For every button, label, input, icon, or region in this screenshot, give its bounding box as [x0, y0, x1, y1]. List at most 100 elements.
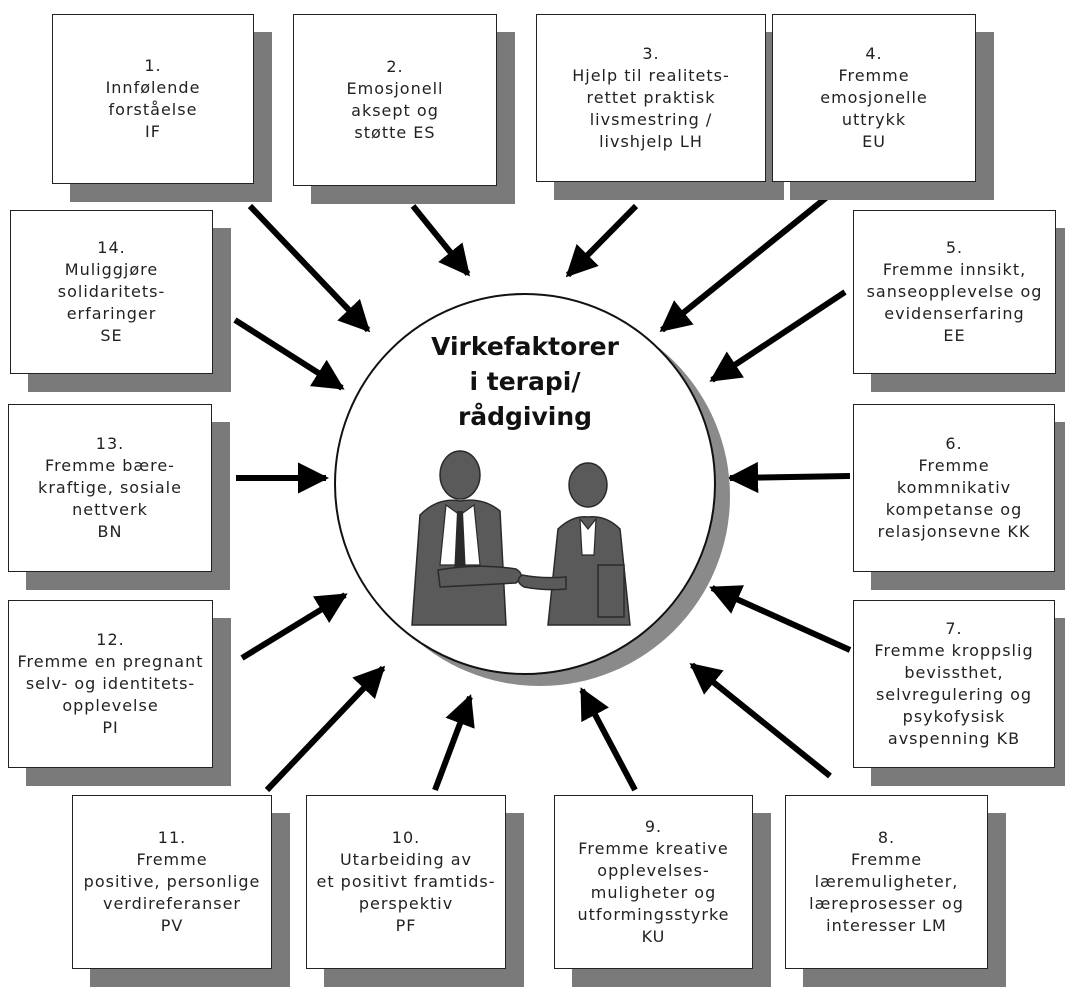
factor-box-line: positive, personlige: [83, 872, 261, 891]
arrow-11: [264, 665, 386, 793]
factor-box-line: Innfølende: [105, 78, 201, 97]
factor-box-lh: 3. Hjelp til realitets-rettet praktisk liv…: [536, 14, 784, 200]
factor-box-line: PI: [102, 718, 119, 737]
factor-box-line: 11.: [157, 828, 187, 847]
arrow-6: [726, 461, 851, 494]
factor-box-line: læremuligheter,: [814, 872, 959, 891]
factor-box-line: sanseopplevelse og: [866, 282, 1043, 301]
factor-box-line: IF: [145, 122, 161, 141]
arrow-3: [565, 203, 639, 278]
factor-box-line: nettverk: [72, 500, 148, 519]
factor-box-line: muligheter og: [590, 883, 717, 902]
factor-box-line: opplevelse: [62, 696, 159, 715]
factor-box-line: Muliggjøre: [64, 260, 159, 279]
center-title-line-1: Virkefaktorer: [431, 332, 619, 361]
factor-box-line: SE: [100, 326, 123, 345]
factor-box-line: selvregulering og: [875, 685, 1033, 704]
arrow-2: [410, 204, 471, 277]
center-title: Virkefaktorer i terapi/ rådgiving: [336, 329, 714, 434]
factor-box-line: psykofysisk: [902, 707, 1006, 726]
factor-box-content: 11. Fremme positive, personlige verdirefera…: [72, 795, 272, 969]
factor-box-content: 8. Fremme læremuligheter, læreprosesser og i…: [785, 795, 988, 969]
factor-box-line: EU: [862, 132, 886, 151]
factor-box-line: erfaringer: [66, 304, 157, 323]
factor-box-line: Fremme: [850, 850, 923, 869]
factor-box-line: utformingsstyrke: [577, 905, 730, 924]
factor-box-line: 12.: [96, 630, 125, 649]
arrow-14: [233, 317, 345, 391]
factor-box-line: emosjonelle: [820, 88, 928, 107]
arrow-8: [689, 662, 832, 779]
factor-box-line: interesser LM: [826, 916, 947, 935]
factor-box-line: Emosjonell: [346, 79, 444, 98]
factor-box-line: kompetanse og: [885, 500, 1023, 519]
factor-box-line: Fremme kreative: [578, 839, 729, 858]
factor-box-line: Fremme: [136, 850, 208, 869]
factor-box-lm: 8. Fremme læremuligheter, læreprosesser og i…: [785, 795, 1006, 987]
factor-box-content: 13. Fremme bære-kraftige, sosiale nettverk…: [8, 404, 212, 572]
factor-box-line: Hjelp til realitets-: [572, 66, 730, 85]
arrow-5: [709, 289, 847, 383]
factor-box-line: selv- og identitets-: [25, 674, 196, 693]
factor-box-line: EE: [943, 326, 966, 345]
factor-box-line: bevissthet,: [904, 663, 1004, 682]
factor-box-line: Utarbeiding av: [339, 850, 473, 869]
factor-box-line: et positivt framtids-: [316, 872, 496, 891]
arrow-1: [247, 203, 371, 333]
factor-box-line: uttrykk: [841, 110, 907, 129]
factor-box-line: læreprosesser og: [809, 894, 964, 913]
factor-box-line: KU: [641, 927, 666, 946]
arrow-9: [579, 687, 638, 792]
factor-box-line: 13.: [95, 434, 125, 453]
center-circle: Virkefaktorer i terapi/ rådgiving: [334, 293, 716, 675]
arrow-12: [240, 592, 348, 661]
factor-box-line: kommnikativ: [896, 478, 1012, 497]
two-people-handshake-illustration: [411, 450, 631, 626]
factor-box-line: solidaritets-: [57, 282, 166, 301]
factor-box-line: perspektiv: [358, 894, 454, 913]
factor-box-line: 8.: [877, 828, 896, 847]
factor-box-line: 3.: [642, 44, 660, 63]
factor-box-line: relasjonsevne KK: [877, 522, 1031, 541]
factor-box-line: Fremme bære-: [45, 456, 175, 475]
factor-box-line: 5.: [945, 238, 964, 257]
factor-box-line: PV: [160, 916, 184, 935]
factor-box-line: støtte ES: [354, 123, 436, 142]
factor-box-content: 10. Utarbeiding av et positivt framtids-pe…: [306, 795, 506, 969]
factor-box-line: rettet praktisk: [586, 88, 716, 107]
factor-box-line: verdireferanser: [102, 894, 242, 913]
arrow-4: [659, 190, 834, 333]
factor-box-line: 6.: [945, 434, 963, 453]
factor-box-line: avspenning KB: [887, 729, 1021, 748]
factor-box-line: Fremme innsikt,: [882, 260, 1027, 279]
factor-box-line: 1.: [144, 56, 162, 75]
factor-box-line: 7.: [945, 619, 963, 638]
factor-box-content: 7. Fremme kroppslig bevissthet, selvreguler…: [853, 600, 1055, 768]
center-title-line-2: i terapi/: [469, 367, 581, 396]
factor-box-line: Fremme kroppslig: [874, 641, 1034, 660]
factor-box-line: livshjelp LH: [599, 132, 703, 151]
factor-box-line: 2.: [386, 57, 404, 76]
factor-box-line: 10.: [391, 828, 421, 847]
factor-box-pf: 10. Utarbeiding av et positivt framtids-pe…: [306, 795, 524, 987]
factor-box-kb: 7. Fremme kroppslig bevissthet, selvreguler…: [853, 600, 1065, 786]
arrow-10: [432, 694, 475, 792]
factor-box-line: kraftige, sosiale: [38, 478, 182, 497]
factor-box-line: 9.: [644, 817, 663, 836]
factor-box-line: 14.: [97, 238, 126, 257]
center-title-line-3: rådgiving: [457, 402, 593, 431]
